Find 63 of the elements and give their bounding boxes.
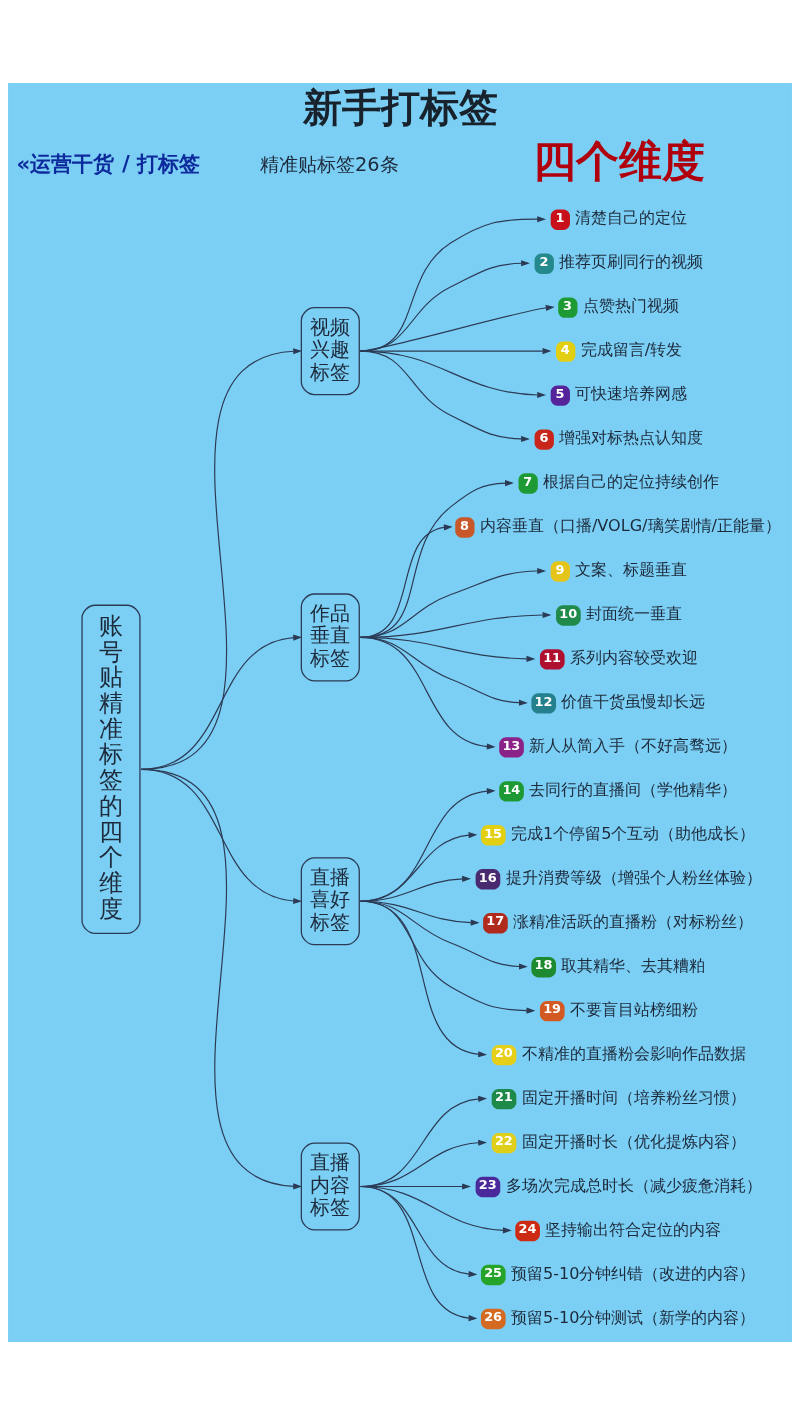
node-box: 22 (491, 1132, 517, 1154)
node-box: 直播内容标签 (300, 1142, 360, 1231)
node-box: 13 (499, 737, 524, 758)
arrow (359, 1185, 478, 1322)
arrow (359, 636, 496, 750)
node-box: 15 (480, 825, 506, 846)
label: «运营干货 / 打标签 (16, 150, 201, 176)
node-label: 系列内容较受欢迎 (569, 648, 698, 668)
node-label: 预留5-10分钟纠错（改进的内容） (510, 1263, 756, 1283)
node-label: 价值干货虽慢却长远 (561, 692, 706, 712)
node-label: 推荐页刷同行的视频 (559, 252, 704, 272)
node-box: 14 (499, 781, 524, 802)
node-label: 内容垂直（口播/VOLG/璃笑剧情/正能量） (479, 516, 781, 536)
node-box: 12 (531, 693, 557, 714)
node-box: 11 (539, 649, 565, 670)
node-label: 固定开播时长（优化提炼内容） (521, 1131, 746, 1151)
node-box: 23 (475, 1176, 501, 1198)
node-box: 视频兴趣标签 (300, 307, 360, 396)
node-label: 不要盲目站榜细粉 (569, 999, 698, 1019)
node-label: 点赞热门视频 (582, 296, 679, 316)
node-label: 不精准的直播粉会影响作品数据 (521, 1043, 746, 1063)
label: 精准贴标签26条 (260, 153, 399, 177)
arrow (359, 788, 496, 902)
node-label: 坚持输出符合定位的内容 (545, 1219, 722, 1239)
arrow (359, 348, 552, 355)
node-label: 根据自己的定位持续创作 (543, 472, 720, 492)
arrow (140, 768, 303, 1190)
node-box: 直播喜好标签 (300, 857, 360, 946)
node-label: 多场次完成总时长（减少疲惫消耗） (505, 1175, 762, 1195)
node-label: 清楚自己的定位 (575, 208, 688, 228)
node-label: 涨精准活跃的直播粉（对标粉丝） (513, 911, 754, 931)
node-box: 24 (515, 1220, 540, 1242)
diagram-title: 新手打标签 (302, 85, 498, 131)
node-box: 25 (480, 1264, 506, 1286)
node-box: 作品垂直标签 (300, 593, 360, 682)
node-box: 账号贴精准标签的四个维度 (81, 604, 141, 935)
arrow (359, 304, 555, 352)
node-label: 完成1个停留5个互动（助他成长） (510, 824, 756, 844)
node-label: 固定开播时间（培养粉丝习惯） (521, 1087, 746, 1107)
node-label: 可快速培养网感 (575, 384, 688, 404)
node-label: 取其精华、去其糟粕 (561, 955, 706, 975)
arrow (359, 832, 478, 902)
node-label: 预留5-10分钟测试（新学的内容） (510, 1307, 756, 1327)
node-box: 16 (475, 869, 501, 890)
node-label: 新人从简入手（不好高骛远） (529, 736, 738, 756)
node-label: 增强对标热点认知度 (559, 428, 704, 448)
arrow (359, 900, 488, 1058)
node-box: 10 (556, 605, 581, 626)
node-label: 去同行的直播间（学他精华） (529, 780, 738, 800)
arrow (359, 216, 547, 352)
node-box: 20 (491, 1044, 517, 1066)
node-label: 完成留言/转发 (580, 340, 683, 360)
node-label: 封面统一垂直 (586, 604, 683, 624)
arrow (359, 350, 530, 442)
node-label: 提升消费等级（增强个人粉丝体验） (505, 868, 762, 888)
arrow (359, 350, 547, 399)
node-label: 文案、标题垂直 (575, 560, 688, 580)
node-box: 17 (483, 913, 508, 934)
node-box: 19 (539, 1001, 565, 1022)
label: 四个维度 (533, 136, 706, 187)
node-box: 21 (491, 1088, 517, 1110)
node-box: 18 (531, 957, 557, 978)
node-box: 26 (480, 1308, 506, 1330)
